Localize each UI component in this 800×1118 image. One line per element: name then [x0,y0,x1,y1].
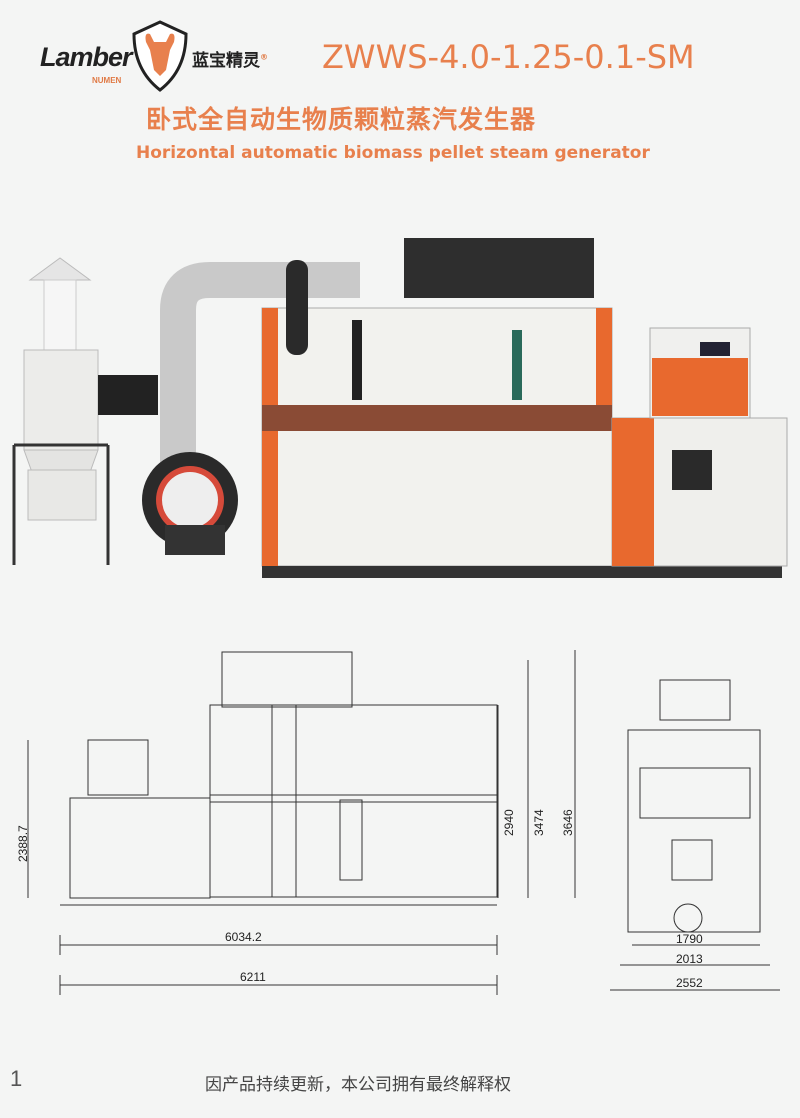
page-number: 1 [10,1066,23,1091]
dim-height-left: 2388.7 [16,825,30,862]
boiler-body [261,238,788,578]
product-render [12,238,788,578]
title-english: Horizontal automatic biomass pellet stea… [136,143,650,163]
brand-logo-text: Lamber [40,42,133,72]
technical-drawing [27,650,780,995]
dim-length-6211: 6211 [240,970,266,984]
bull-shield-logo-icon [132,20,188,92]
brand-chinese: 蓝宝精灵® [192,51,268,71]
dim-height-3474: 3474 [532,809,546,836]
model-number: ZWWS-4.0-1.25-0.1-SM [322,38,695,76]
dim-length-6034: 6034.2 [225,930,262,944]
front-view [610,679,780,991]
side-view [27,650,576,995]
chimney-cyclone [12,257,158,565]
dim-height-3646: 3646 [561,809,575,836]
brand-sub: NUMEN [92,76,122,85]
dim-height-2940: 2940 [502,809,516,836]
pipe-and-fan [142,262,360,555]
dim-width-2552: 2552 [676,976,703,990]
dim-width-1790: 1790 [676,932,703,946]
title-chinese: 卧式全自动生物质颗粒蒸汽发生器 [146,105,537,134]
footer-note: 因产品持续更新，本公司拥有最终解释权 [205,1075,511,1095]
dim-width-2013: 2013 [676,952,703,966]
